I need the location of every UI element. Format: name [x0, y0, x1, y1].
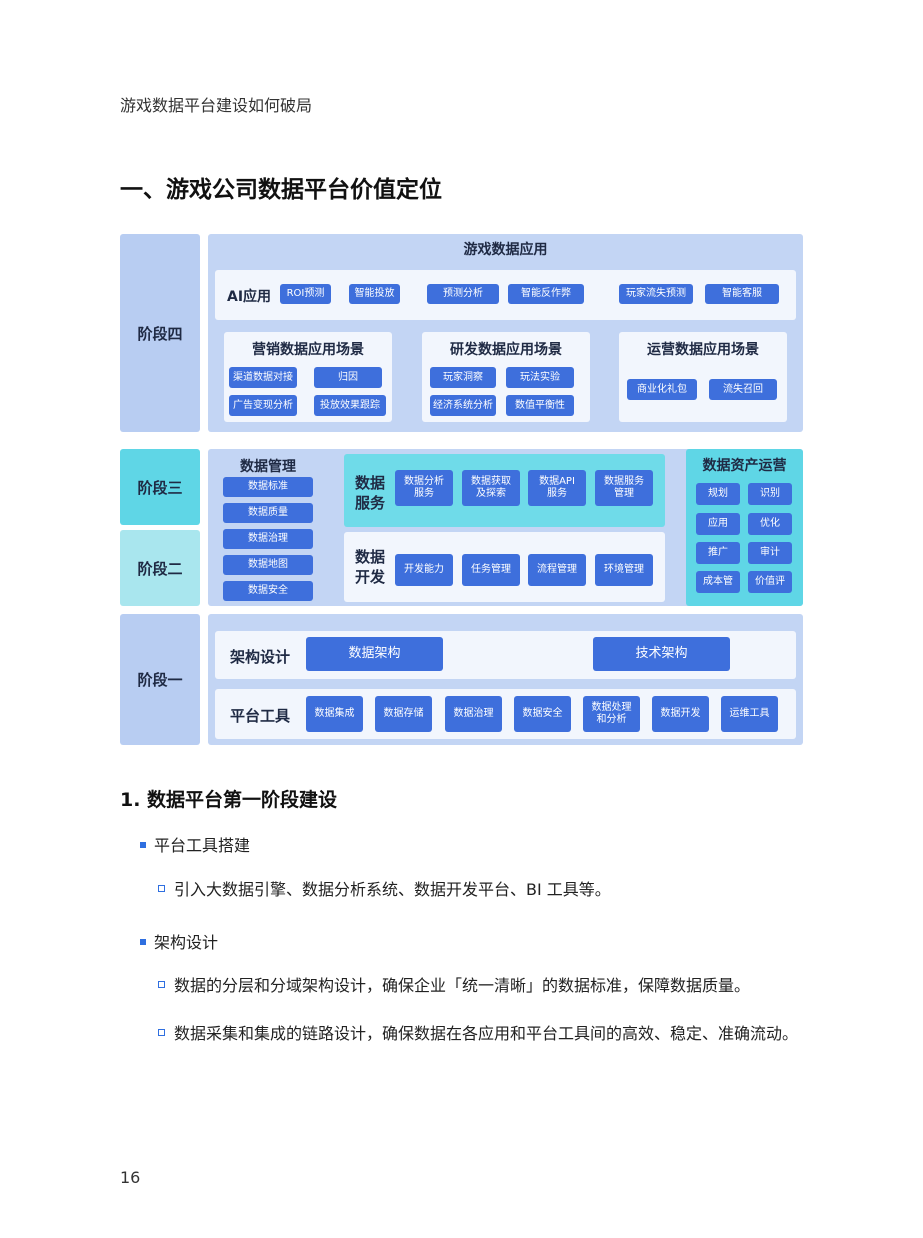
hollow-square-bullet-icon: [158, 1029, 165, 1036]
data-dev-label-line2: 开发: [355, 568, 386, 586]
data-management-title: 数据管理: [240, 459, 296, 475]
hollow-square-bullet-icon: [158, 885, 165, 892]
scene-chip: 投放效果跟踪: [314, 395, 386, 416]
ai-chip: ROI预测: [280, 284, 331, 304]
running-header: 游戏数据平台建设如何破局: [120, 96, 313, 115]
sub-bullet-text: 数据的分层和分域架构设计，确保企业「统一清晰」的数据标准，保障数据质量。: [174, 976, 751, 995]
architecture-row: 架构设计 数据架构 技术架构: [215, 631, 796, 679]
data-service-block: 数据 服务 数据分析 服务 数据获取 及探索 数据API 服务 数据服务 管理: [344, 454, 665, 527]
dev-chip: 开发能力: [395, 554, 453, 586]
asset-chip: 识别: [748, 483, 792, 505]
scene-chip: 渠道数据对接: [229, 367, 297, 388]
arch-chip: 技术架构: [593, 637, 730, 671]
service-chip: 数据服务 管理: [595, 470, 653, 506]
asset-chip: 成本管: [696, 571, 740, 593]
hollow-square-bullet-icon: [158, 981, 165, 988]
ai-apps-row: AI应用 ROI预测 智能投放 预测分析 智能反作弊 玩家流失预测 智能客服: [215, 270, 796, 320]
arch-chip: 数据架构: [306, 637, 443, 671]
scene-chip: 玩法实验: [506, 367, 574, 388]
stage-label-4: 阶段四: [120, 234, 200, 432]
tool-chip: 数据处理 和分析: [583, 696, 640, 732]
mgmt-chip: 数据标准: [223, 477, 313, 497]
mgmt-chip: 数据地图: [223, 555, 313, 575]
stage-label-2: 阶段二: [120, 530, 200, 606]
square-bullet-icon: [140, 938, 146, 945]
dev-chip: 环境管理: [595, 554, 653, 586]
tool-chip: 数据存储: [375, 696, 432, 732]
game-data-apps-title: 游戏数据应用: [463, 242, 548, 258]
data-dev-label-line1: 数据: [355, 548, 386, 566]
mgmt-chip: 数据安全: [223, 581, 313, 601]
scene-chip: 归因: [314, 367, 382, 388]
platform-tools-row: 平台工具 数据集成 数据存储 数据治理 数据安全 数据处理 和分析 数据开发 运…: [215, 689, 796, 739]
asset-chip: 审计: [748, 542, 792, 564]
service-chip: 数据API 服务: [528, 470, 586, 506]
bullet-platform-tools: 平台工具搭建: [140, 832, 250, 856]
asset-chip: 规划: [696, 483, 740, 505]
stage-label-3: 阶段三: [120, 449, 200, 525]
stage4-panel: 游戏数据应用 AI应用 ROI预测 智能投放 预测分析 智能反作弊 玩家流失预测…: [208, 234, 803, 432]
service-chip: 数据分析 服务: [395, 470, 453, 506]
bullet-architecture: 架构设计: [140, 929, 218, 953]
scene-title: 营销数据应用场景: [252, 342, 364, 358]
ai-chip: 智能客服: [705, 284, 779, 304]
ai-chip: 智能反作弊: [508, 284, 584, 304]
tool-chip: 数据治理: [445, 696, 502, 732]
asset-chip: 应用: [696, 513, 740, 535]
scene-chip: 商业化礼包: [627, 379, 697, 400]
platform-tools-label: 平台工具: [230, 707, 291, 725]
asset-chip: 优化: [748, 513, 792, 535]
bullet-label: 架构设计: [154, 933, 219, 952]
page-number: 16: [120, 1168, 141, 1187]
platform-stage-diagram: 阶段四 阶段三 阶段二 阶段一 游戏数据应用 AI应用 ROI预测 智能投放 预…: [120, 234, 803, 746]
dev-chip: 流程管理: [528, 554, 586, 586]
scene-chip: 数值平衡性: [506, 395, 574, 416]
mgmt-chip: 数据治理: [223, 529, 313, 549]
sub-bullet-text: 引入大数据引擎、数据分析系统、数据开发平台、BI 工具等。: [174, 880, 611, 899]
dev-chip: 任务管理: [462, 554, 520, 586]
scene-chip: 广告变现分析: [229, 395, 297, 416]
asset-chip: 价值评: [748, 571, 792, 593]
scene-title: 运营数据应用场景: [647, 342, 759, 358]
asset-ops-block: 数据资产运营 规划 识别 应用 优化 推广 审计 成本管 价值评: [686, 449, 803, 606]
ai-chip: 玩家流失预测: [619, 284, 693, 304]
data-service-label: 数据 服务: [355, 473, 385, 513]
ai-apps-label: AI应用: [227, 289, 272, 305]
stage2-3-panel: 数据管理 数据标准 数据质量 数据治理 数据地图 数据安全 数据 服务 数据分析…: [208, 449, 803, 606]
sub-bullet: 引入大数据引擎、数据分析系统、数据开发平台、BI 工具等。: [158, 872, 808, 908]
mgmt-chip: 数据质量: [223, 503, 313, 523]
sub-bullet: 数据采集和集成的链路设计，确保数据在各应用和平台工具间的高效、稳定、准确流动。: [158, 1016, 808, 1052]
bullet-label: 平台工具搭建: [154, 836, 251, 855]
data-management-block: 数据管理 数据标准 数据质量 数据治理 数据地图 数据安全: [213, 453, 323, 603]
scene-chip: 流失召回: [709, 379, 777, 400]
scene-marketing: 营销数据应用场景 渠道数据对接 归因 广告变现分析 投放效果跟踪: [224, 332, 392, 422]
stage-label-1: 阶段一: [120, 614, 200, 745]
stage1-panel: 架构设计 数据架构 技术架构 平台工具 数据集成 数据存储 数据治理 数据安全 …: [208, 614, 803, 745]
data-service-label-line1: 数据: [355, 474, 386, 492]
asset-chip: 推广: [696, 542, 740, 564]
data-dev-label: 数据 开发: [355, 547, 385, 587]
ai-chip: 预测分析: [427, 284, 499, 304]
sub-bullet-text: 数据采集和集成的链路设计，确保数据在各应用和平台工具间的高效、稳定、准确流动。: [174, 1024, 799, 1043]
data-service-label-line2: 服务: [355, 494, 386, 512]
scene-operations: 运营数据应用场景 商业化礼包 流失召回: [619, 332, 787, 422]
tool-chip: 运维工具: [721, 696, 778, 732]
scene-chip: 经济系统分析: [430, 395, 496, 416]
section-title: 一、游戏公司数据平台价值定位: [120, 177, 442, 203]
service-chip: 数据获取 及探索: [462, 470, 520, 506]
data-dev-block: 数据 开发 开发能力 任务管理 流程管理 环境管理: [344, 532, 665, 602]
tool-chip: 数据开发: [652, 696, 709, 732]
subsection-title: 1. 数据平台第一阶段建设: [120, 789, 338, 811]
tool-chip: 数据安全: [514, 696, 571, 732]
architecture-label: 架构设计: [230, 648, 291, 666]
scene-rnd: 研发数据应用场景 玩家洞察 玩法实验 经济系统分析 数值平衡性: [422, 332, 590, 422]
square-bullet-icon: [140, 841, 146, 848]
tool-chip: 数据集成: [306, 696, 363, 732]
scene-chip: 玩家洞察: [430, 367, 496, 388]
scene-title: 研发数据应用场景: [450, 342, 562, 358]
ai-chip: 智能投放: [349, 284, 400, 304]
sub-bullet: 数据的分层和分域架构设计，确保企业「统一清晰」的数据标准，保障数据质量。: [158, 968, 808, 1004]
asset-ops-title: 数据资产运营: [702, 458, 787, 474]
